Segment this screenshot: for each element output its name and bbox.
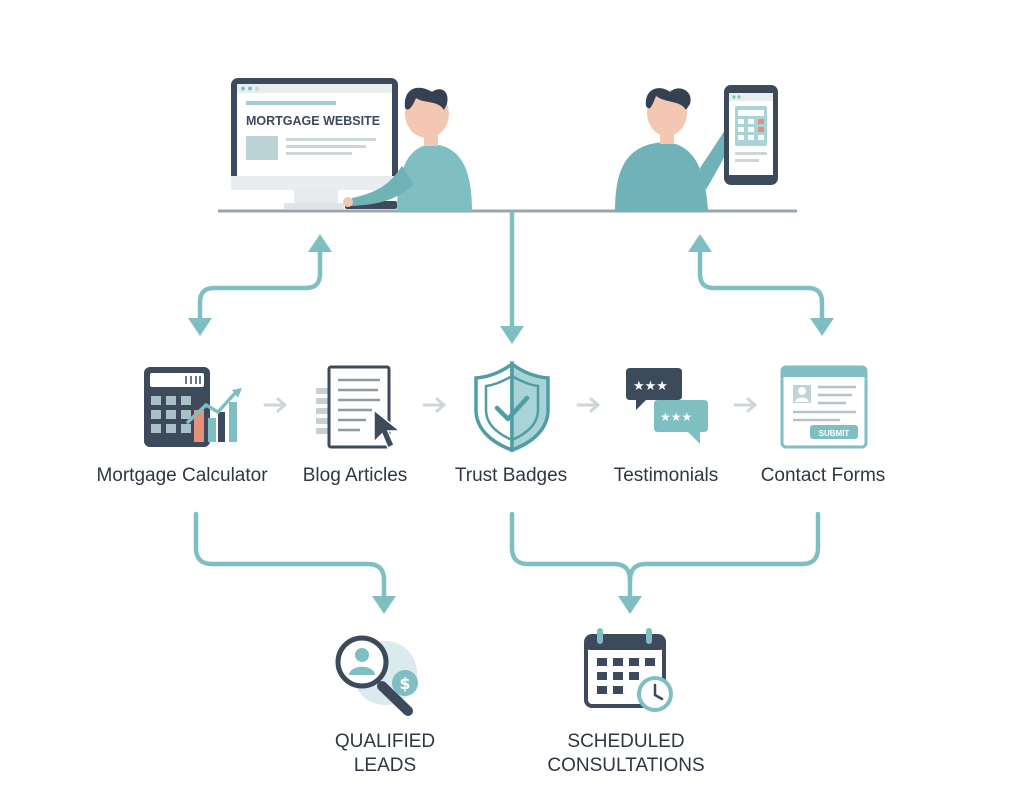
cursor-icon — [373, 408, 403, 450]
website-title: MORTGAGE WEBSITE — [246, 114, 380, 128]
feature-label-testimonials: Testimonials — [613, 465, 719, 486]
person-at-computer — [343, 87, 472, 211]
arrow-trust-consult — [509, 511, 633, 599]
person-with-tablet — [615, 85, 778, 211]
desktop-monitor: MORTGAGE WEBSITE — [231, 78, 398, 209]
magnifier-dollar-icon: $ — [335, 635, 418, 716]
chat-rating-icon: ★★★ ★★★ — [626, 368, 708, 444]
arrow-tablet-contact — [697, 247, 825, 321]
outcome-scheduled-consultations-line1: SCHEDULED — [567, 731, 685, 752]
calculator-icon — [144, 367, 242, 447]
svg-text:★★★: ★★★ — [660, 410, 692, 424]
feature-label-contact-forms: Contact Forms — [760, 465, 886, 486]
shield-check-icon — [474, 360, 550, 453]
contact-form-icon: SUBMIT — [780, 365, 868, 449]
svg-text:$: $ — [399, 674, 410, 693]
outcome-scheduled-consultations-line2: CONSULTATIONS — [547, 755, 705, 776]
outcome-qualified-leads-line1: QUALIFIED — [334, 731, 436, 752]
arrow-calculator-leads — [193, 511, 387, 599]
calendar-clock-icon — [584, 628, 673, 712]
outcome-qualified-leads-line2: LEADS — [353, 755, 417, 776]
feature-label-trust-badges: Trust Badges — [454, 465, 568, 486]
feature-flow-arrows — [263, 397, 758, 413]
feature-label-mortgage-calculator: Mortgage Calculator — [96, 465, 268, 486]
feature-label-blog-articles: Blog Articles — [302, 465, 408, 486]
svg-text:★★★: ★★★ — [633, 379, 668, 394]
submit-button-label: SUBMIT — [819, 429, 850, 438]
arrow-calculator-desktop — [197, 247, 323, 321]
connectors — [193, 210, 825, 599]
arrow-contact-consult — [627, 511, 821, 583]
outcome-scheduled-consultations: SCHEDULED CONSULTATIONS — [547, 730, 704, 778]
outcome-qualified-leads: QUALIFIED LEADS — [335, 730, 435, 778]
arrowheads — [188, 234, 834, 614]
